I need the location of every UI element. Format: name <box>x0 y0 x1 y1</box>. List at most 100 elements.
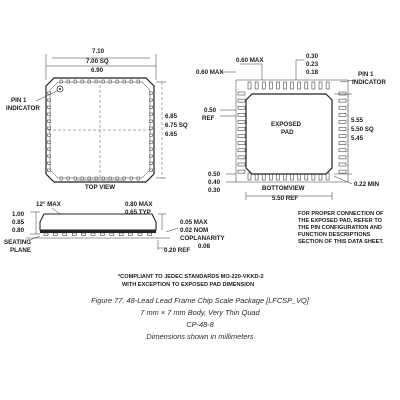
top-width-min: 6.90 <box>91 67 104 74</box>
top-lead <box>47 98 51 102</box>
top-lead <box>115 79 119 84</box>
side-lead <box>71 232 77 236</box>
side-lead <box>100 232 105 236</box>
footnote-line-1: *COMPLIANT TO JEDEC STANDARDS MO-220-VKK… <box>118 274 264 280</box>
bottom-lead <box>276 81 280 90</box>
top-lead <box>115 176 119 181</box>
top-lead <box>149 126 153 130</box>
side-ref-thick: 0.20 REF <box>164 247 190 254</box>
top-lead <box>59 79 63 84</box>
side-lead <box>128 232 133 236</box>
top-lead <box>149 168 153 172</box>
side-view: 12° MAX 1.00 0.85 0.80 SEATING PLANE 0.8… <box>4 201 226 254</box>
side-lead <box>53 232 58 236</box>
top-lead <box>47 91 51 95</box>
top-lead <box>87 176 91 181</box>
top-lead <box>47 147 51 151</box>
top-lead <box>149 161 153 165</box>
bottom-lead <box>338 169 347 174</box>
top-lead <box>94 79 98 84</box>
bottom-lead <box>325 81 330 90</box>
exposed-pad-note-4: FUNCTION DESCRIPTIONS <box>298 232 371 238</box>
bottom-lead <box>318 81 323 90</box>
side-coplanarity-val: 0.08 <box>198 243 211 250</box>
bottom-pitch: 0.50 <box>204 107 217 114</box>
bottom-lead-max: 0.50 <box>208 171 221 178</box>
bottom-pin1-label-2: INDICATOR <box>352 79 386 86</box>
bottom-pad-min: 5.45 <box>351 135 364 142</box>
bottom-ref: 5.50 REF <box>272 195 298 202</box>
top-lead <box>136 176 140 181</box>
caption-line-4: Dimensions shown in millimeters <box>146 332 254 341</box>
bottom-pin1-label-1: PIN 1 <box>358 71 374 78</box>
caption-line-3: CP-48-8 <box>186 320 214 329</box>
bottom-corner-max-left: 0.60 MAX <box>196 69 224 76</box>
side-h-max: 1.00 <box>12 211 25 218</box>
footnote-line-2: WITH EXCEPTION TO EXPOSED PAD DIMENSION <box>122 282 254 288</box>
top-lead <box>47 140 51 144</box>
bottom-lead <box>338 120 347 124</box>
bottom-lead <box>237 134 246 138</box>
exposed-pad-label-2: PAD <box>281 129 294 136</box>
bottom-lead-nom: 0.40 <box>208 179 221 186</box>
top-lead <box>80 79 84 84</box>
bottom-lead <box>237 155 246 160</box>
side-lead <box>118 232 124 236</box>
bottom-lead <box>247 81 252 90</box>
bottom-lead <box>237 162 246 167</box>
bottom-lead <box>338 98 347 103</box>
side-view-body <box>39 213 157 231</box>
top-lead <box>101 79 105 84</box>
top-pin1-label-1: PIN 1 <box>11 97 27 104</box>
bottom-lead <box>311 81 316 90</box>
top-lead <box>47 168 51 172</box>
top-view-lead-ring <box>47 79 153 181</box>
top-lead <box>149 91 153 95</box>
bottom-min: 0.22 MIN <box>354 181 380 188</box>
side-lead <box>109 232 115 236</box>
top-lead <box>149 98 153 102</box>
seating-plane-label-1: SEATING <box>4 239 31 246</box>
bottom-lead <box>237 91 246 96</box>
top-lead <box>66 176 70 181</box>
top-lead <box>122 176 126 181</box>
bottom-lead <box>237 113 246 117</box>
top-lead <box>149 119 153 123</box>
top-lead <box>149 147 153 151</box>
side-stand-nom: 0.02 NOM <box>180 227 208 234</box>
top-lead <box>73 176 77 181</box>
bottom-lead <box>254 81 259 90</box>
side-h-nom: 0.85 <box>12 219 25 226</box>
top-lead <box>108 79 112 84</box>
top-body-min: 6.65 <box>165 131 178 138</box>
top-lead <box>108 176 112 181</box>
exposed-pad-note-5: SECTION OF THIS DATA SHEET. <box>298 239 384 245</box>
top-lead <box>47 112 51 116</box>
bottom-lead <box>338 113 347 117</box>
bottom-pad-nom: 5.50 SQ <box>351 126 374 133</box>
top-lead <box>149 105 153 109</box>
side-lead <box>147 232 152 236</box>
top-width-nom: 7.00 SQ <box>86 58 109 65</box>
bottom-view-label: BOTTOMVIEW <box>262 185 305 192</box>
bottom-pin-width-bot: 0.18 <box>306 69 319 76</box>
bottom-view-leads <box>237 81 347 181</box>
caption-line-2: 7 mm × 7 mm Body, Very Thin Quad <box>140 308 260 317</box>
bottom-lead <box>338 148 347 153</box>
bottom-lead <box>237 148 246 153</box>
bottom-lead <box>283 81 287 90</box>
bottom-lead-min: 0.30 <box>208 187 221 194</box>
bottom-pin-width-top: 0.30 <box>306 53 319 60</box>
bottom-lead <box>237 127 246 131</box>
top-lead <box>149 154 153 158</box>
top-lead <box>149 140 153 144</box>
side-lead <box>62 232 68 236</box>
bottom-lead <box>297 81 301 90</box>
side-thick-max: 0.80 MAX <box>125 201 153 208</box>
top-view-body <box>45 77 155 183</box>
top-lead <box>73 79 77 84</box>
top-body-max: 6.85 <box>165 113 178 120</box>
bottom-lead <box>269 81 273 90</box>
bottom-lead <box>237 169 246 174</box>
